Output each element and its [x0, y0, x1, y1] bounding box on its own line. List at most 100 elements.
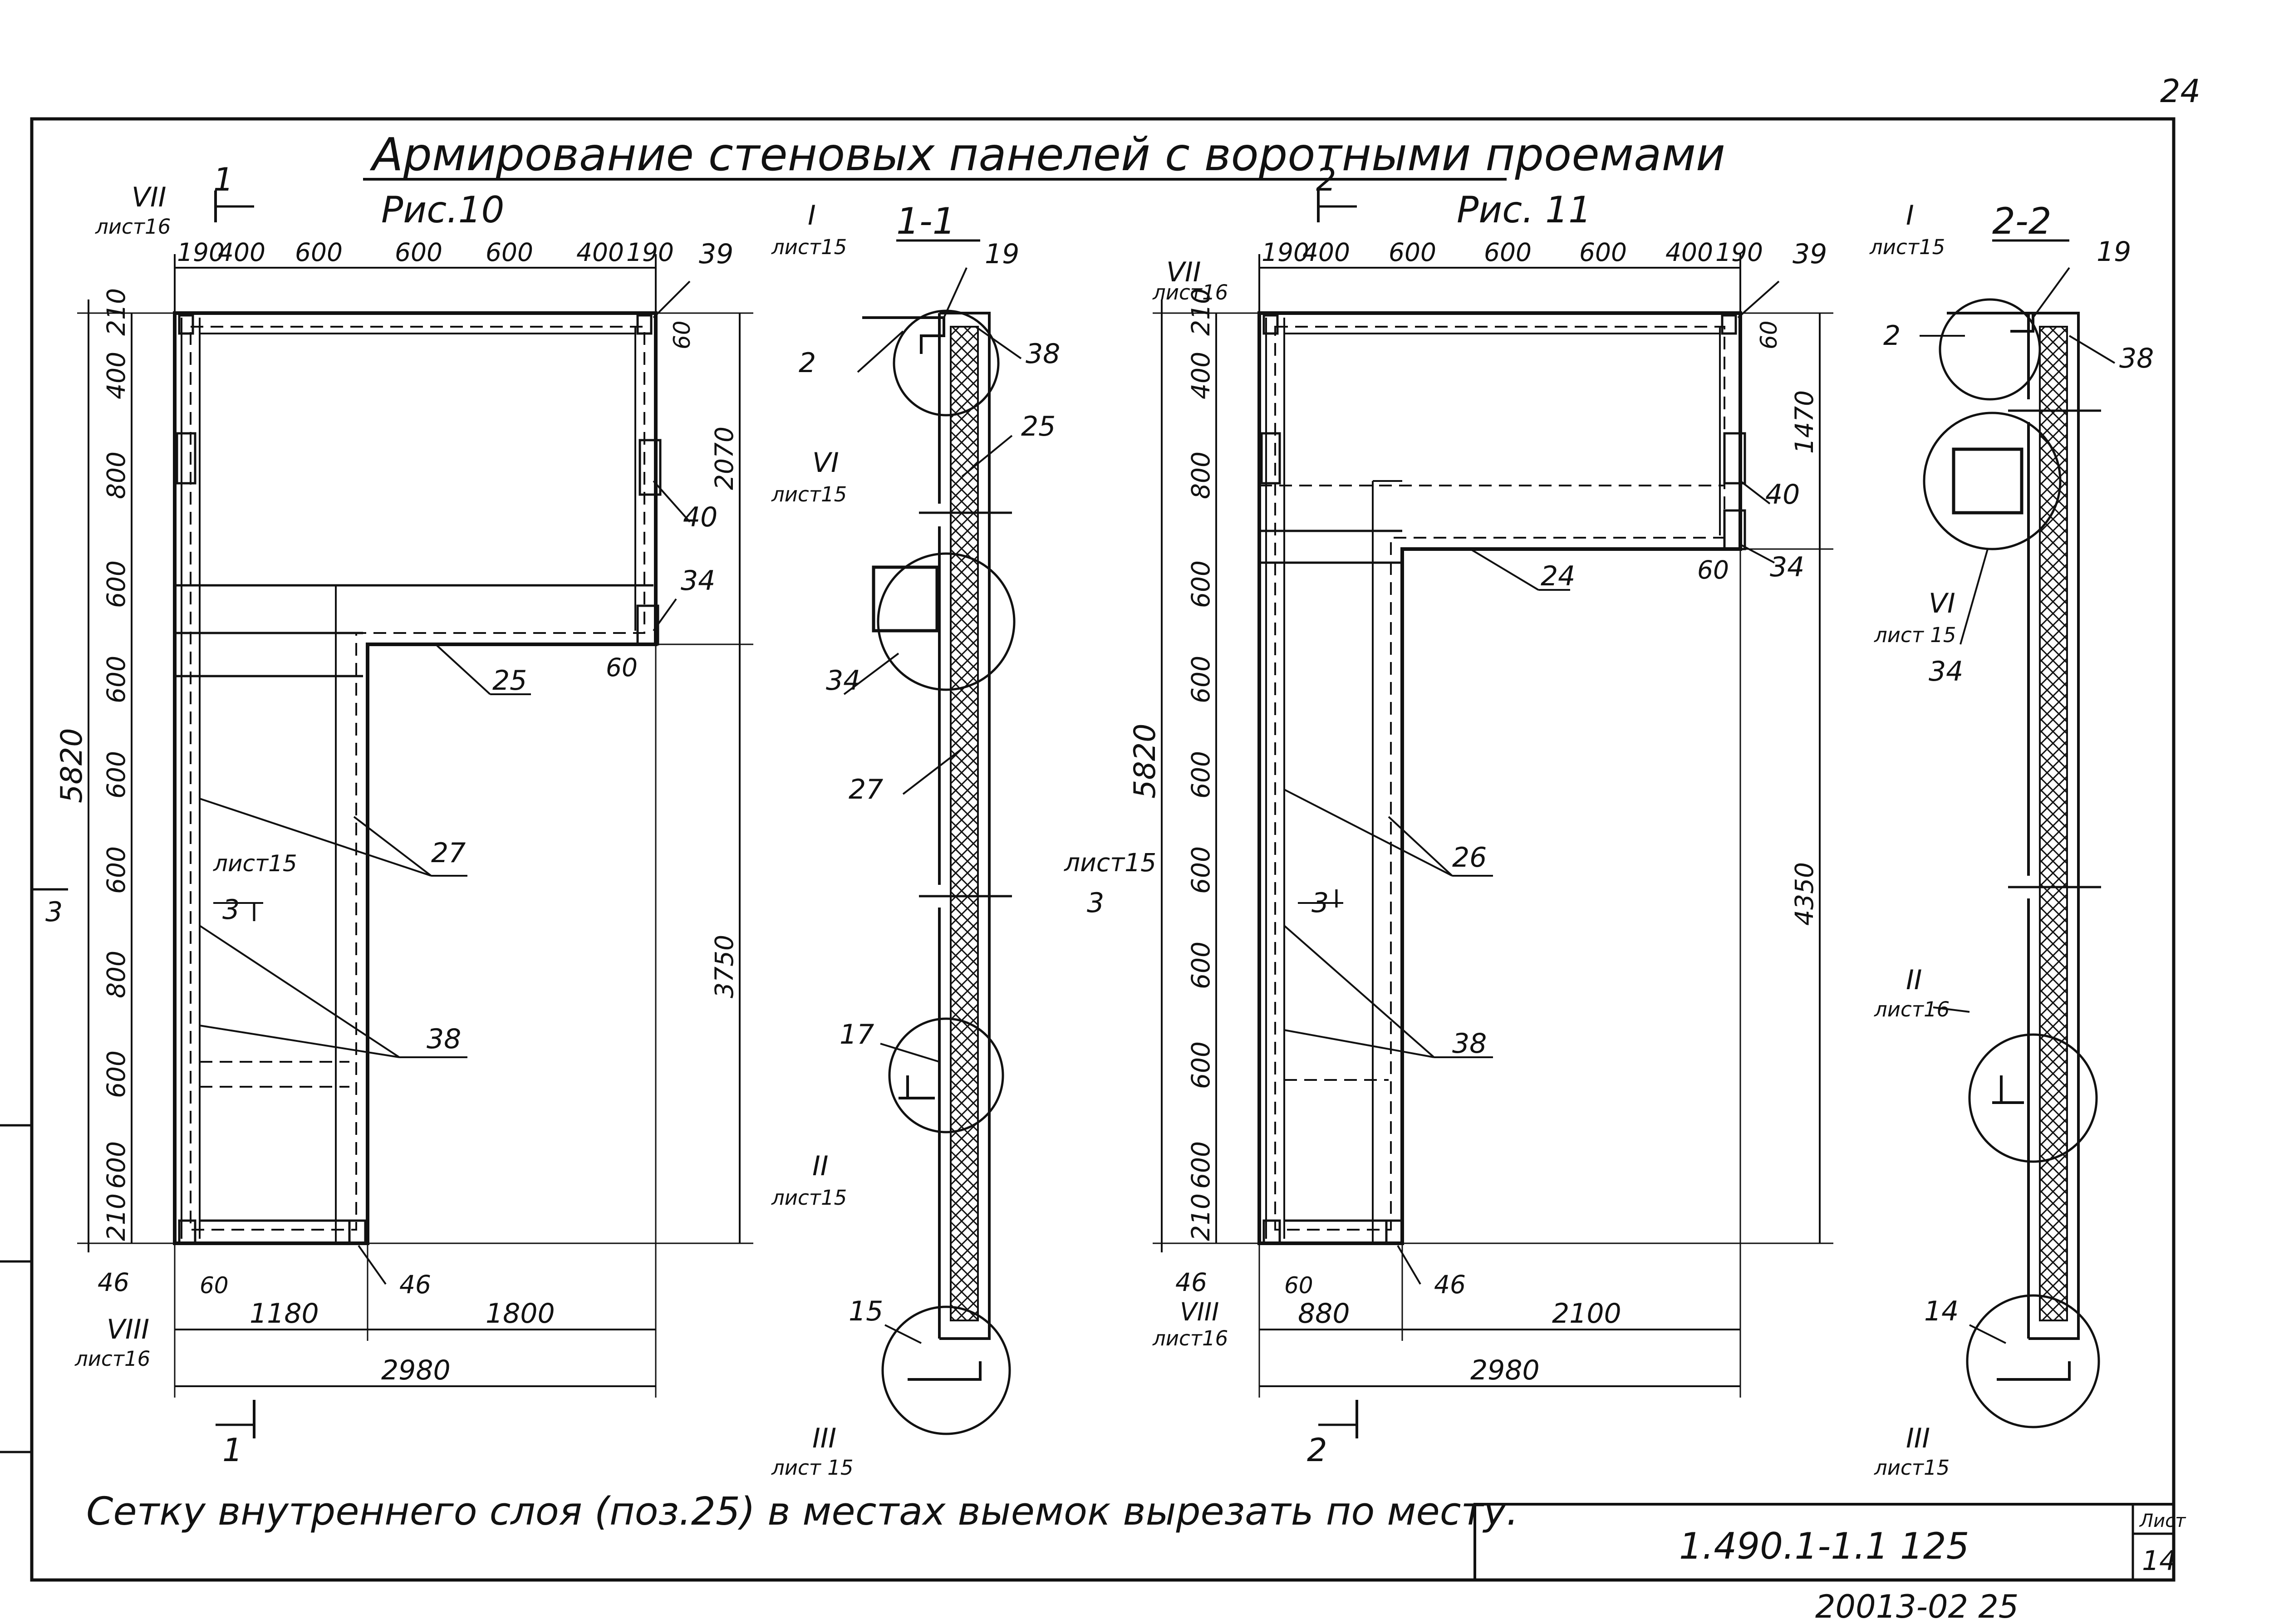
- fig11-bottom-dims: 880 2100 2980 60: [1284, 1272, 1621, 1386]
- dim-label: 600: [1389, 238, 1436, 267]
- fig11-top-dims: 190 400 600 600 600 400 190: [1262, 238, 1763, 267]
- dim-label: 2980: [381, 1354, 451, 1386]
- sec22-ref-mid-sheet: лист 15: [1874, 623, 1956, 647]
- dim-label: 600: [1186, 846, 1215, 894]
- fig11-overall-height: 5820: [1128, 724, 1162, 799]
- section-1-1: [843, 267, 1022, 1435]
- callout: 46: [399, 1270, 431, 1299]
- callout: 39: [699, 238, 733, 270]
- sec22-callouts: 19 2 38 34 14: [1883, 236, 2154, 1327]
- dim-label: 3750: [710, 935, 739, 998]
- fig11-ref-side-mark: 3: [1087, 887, 1104, 919]
- sec11-callouts: 19 2 38 25 34 27 17 15: [799, 238, 1060, 1327]
- sheet-label: Лист: [2139, 1511, 2186, 1531]
- dim-label: 2100: [1552, 1298, 1621, 1330]
- fig10-ref-side-mark: 3: [222, 894, 240, 926]
- title-block: [1473, 1503, 2175, 1581]
- callout: 38: [1026, 338, 1060, 370]
- fig10-overall-height: 5820: [55, 728, 89, 803]
- dim-label: 190: [1262, 238, 1309, 267]
- sec22-caption: 2-2: [1992, 200, 2052, 242]
- callout: 38: [1452, 1028, 1487, 1060]
- dim-label: 400: [218, 238, 265, 267]
- callout: 39: [1793, 238, 1827, 270]
- callout: 25: [1021, 411, 1056, 442]
- sec11-ref-low-sheet: лист15: [771, 1186, 847, 1210]
- sheet-frame: [0, 117, 2176, 1582]
- fig10-ref-bottom-sheet: лист16: [74, 1347, 150, 1371]
- callout: 14: [1924, 1295, 1959, 1327]
- dim-label: 600: [102, 560, 131, 608]
- fig10-caption: Рис.10: [381, 189, 504, 231]
- dim-label: 600: [295, 238, 343, 267]
- dim-label: 600: [102, 1141, 131, 1189]
- dim-label: 210: [1186, 1193, 1215, 1241]
- dim-label: 800: [102, 451, 131, 499]
- callout: 46: [1434, 1270, 1466, 1299]
- dim-label: 600: [486, 238, 533, 267]
- callout: 25: [492, 665, 527, 697]
- fig11-elevation: [1153, 191, 1833, 1438]
- dim-label: 2980: [1470, 1354, 1540, 1386]
- callout: 26: [1452, 842, 1487, 873]
- fig11-ref-bottom-sheet: лист16: [1152, 1326, 1228, 1350]
- dim-label: 800: [1186, 451, 1215, 499]
- callout: 46: [1175, 1268, 1207, 1297]
- sec11-ref-top-roman: I: [808, 200, 816, 231]
- dim-label: 1470: [1790, 390, 1819, 454]
- dim-label: 600: [1186, 1041, 1215, 1089]
- dim-label: 880: [1298, 1298, 1350, 1330]
- sec11-ref-mid-sheet: лист15: [771, 482, 847, 506]
- section-2-2: [1920, 267, 2116, 1428]
- fig10-ref-bottom-roman: VIII: [107, 1314, 149, 1345]
- dim-label: 190: [626, 238, 674, 267]
- dim-label: 600: [1186, 1141, 1215, 1189]
- fig11-ref-top-roman: VII: [1166, 256, 1201, 288]
- sec22-ref-low-roman: II: [1906, 964, 1922, 996]
- callout: 40: [1765, 479, 1800, 510]
- dim-label: 400: [1302, 238, 1350, 267]
- sec11-ref-low-roman: II: [812, 1150, 828, 1182]
- sec11-ref-bot-roman: III: [812, 1423, 836, 1454]
- fig10-ref-top-sheet: лист16: [95, 215, 171, 239]
- callout: 38: [427, 1023, 461, 1055]
- dim-label: 4350: [1790, 862, 1819, 926]
- fig11-ref-side-sheet: лист15: [1064, 848, 1156, 877]
- dim-label: 60: [1756, 320, 1782, 349]
- callout: 38: [2119, 343, 2154, 374]
- drawing-code: 1.490.1-1.1 125: [1679, 1525, 1969, 1567]
- sec22-ref-top-roman: I: [1906, 200, 1914, 231]
- fig11-ref-bottom-roman: VIII: [1180, 1297, 1219, 1326]
- callout: 19: [2097, 236, 2131, 268]
- sec11-ref-mid-roman: VI: [812, 447, 839, 479]
- dim-label: 600: [1579, 238, 1627, 267]
- sec22-ref-bot-roman: III: [1906, 1423, 1930, 1454]
- dim-label: 190: [177, 238, 225, 267]
- sec22-ref-mid-roman: VI: [1929, 588, 1955, 619]
- dim-label: 600: [102, 1050, 131, 1098]
- callout: 2: [799, 347, 816, 379]
- dim-label: 60: [1697, 555, 1729, 584]
- page-number: 24: [2160, 73, 2200, 110]
- fig11-caption: Рис. 11: [1457, 189, 1591, 231]
- sheet-title: Армирование стеновых панелей с воротными…: [369, 128, 1725, 181]
- callout: 19: [985, 238, 1019, 270]
- callout: 27: [849, 774, 883, 805]
- fig10-left-dims: 210 400 800 600 600 600 600 800 600 600 …: [55, 288, 131, 1241]
- fig10-section-mark-bottom: 1: [222, 1432, 243, 1469]
- fig11-section-mark-bottom: 2: [1307, 1432, 1327, 1469]
- fig11-inner-mark: 3: [1311, 887, 1329, 919]
- fig11-callouts: 39 40 34 24 26 38 46 46: [1175, 238, 1827, 1299]
- dim-label: 600: [1186, 656, 1215, 703]
- dim-label: 210: [102, 1193, 131, 1241]
- fig11-right-dims: 1470 4350 60 60: [1697, 320, 1819, 926]
- sec22-ref-low-sheet: лист16: [1874, 997, 1950, 1021]
- dim-label: 600: [102, 846, 131, 894]
- callout: 2: [1883, 320, 1901, 352]
- sec22-ref-top-sheet: лист15: [1869, 235, 1945, 259]
- general-note: Сетку внутреннего слоя (поз.25) в местах…: [86, 1489, 1518, 1534]
- dim-label: 400: [102, 352, 131, 399]
- callout: 40: [683, 501, 717, 533]
- dim-label: 800: [102, 951, 131, 998]
